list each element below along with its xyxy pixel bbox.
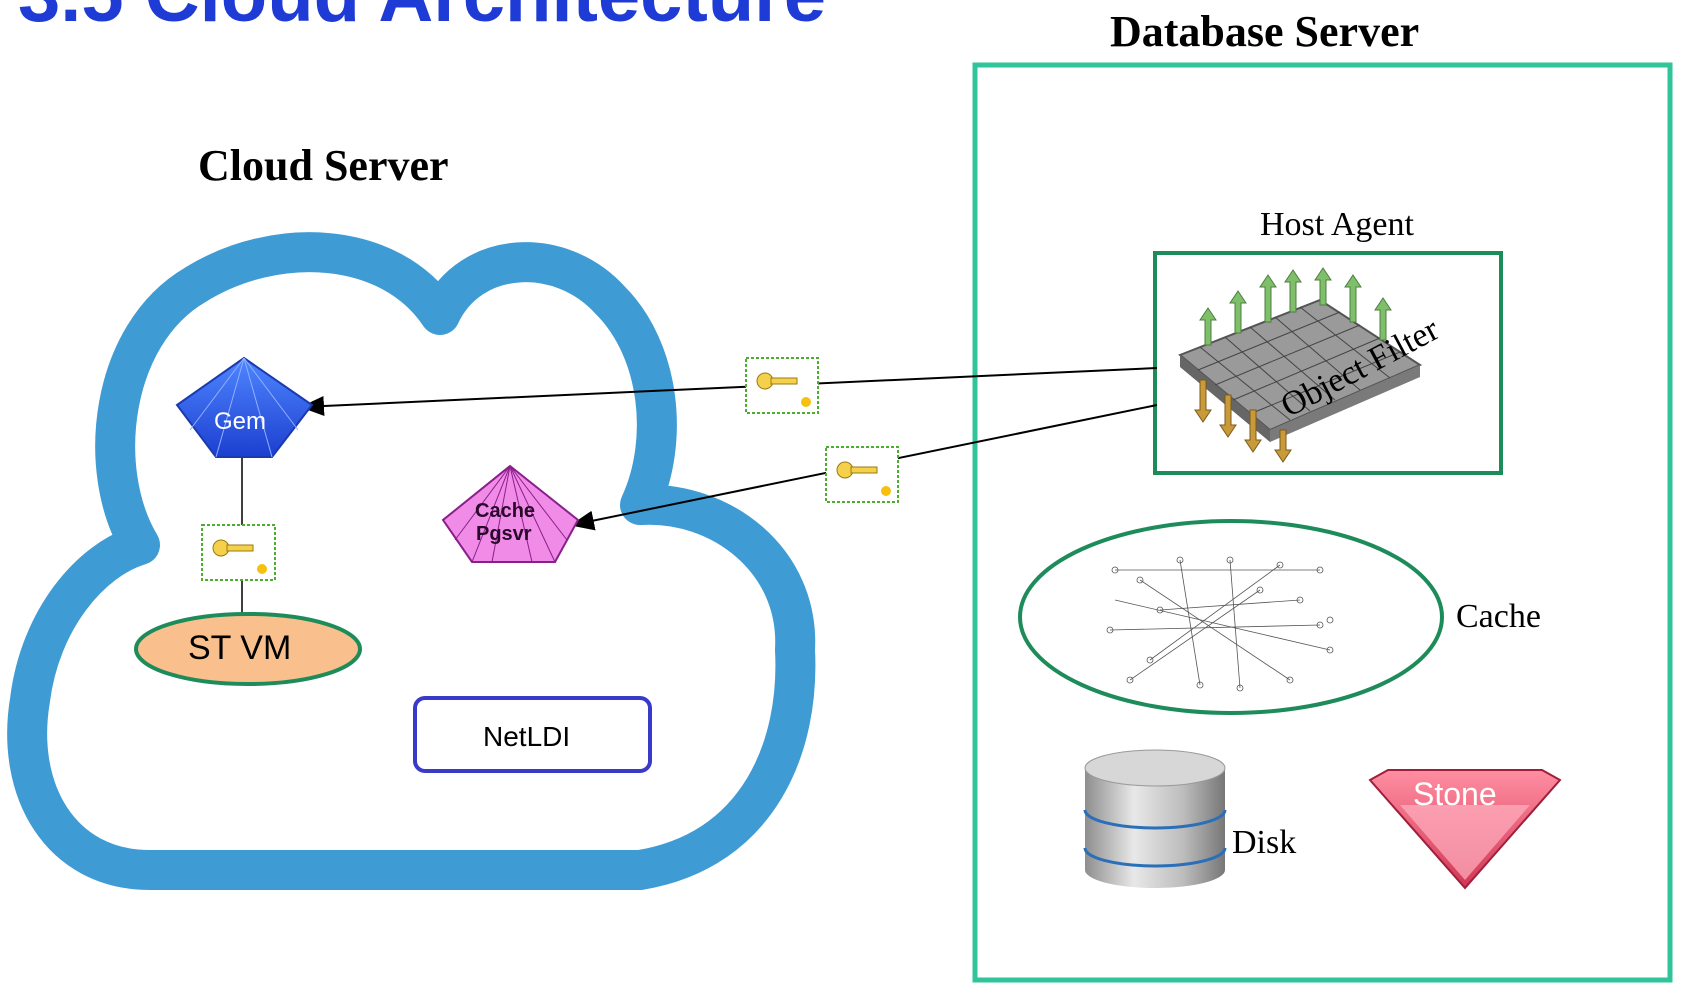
gem-label: Gem: [214, 408, 267, 435]
disk-label: Disk: [1232, 824, 1297, 861]
disk-icon: [1083, 749, 1227, 888]
key-certificate-icon-1: [745, 357, 819, 414]
cache-pgsvr-label-line1: Cache: [475, 500, 536, 522]
object-filter-icon: [1178, 267, 1423, 463]
netldi-box: [413, 696, 652, 773]
cloud-shape: [7, 232, 816, 890]
cloud-server-label: Cloud Server: [198, 141, 449, 190]
cache-pgsvr-label-line2: Pgsvr: [476, 523, 532, 545]
key-certificate-icon-2: [825, 446, 899, 503]
cache-label: Cache: [1456, 598, 1541, 635]
stone-icon: [1368, 769, 1562, 890]
filter-to-gem-arrow: [300, 367, 1158, 416]
stone-label: Stone: [1413, 776, 1497, 812]
slide-title: 3.5 Cloud Architecture: [18, 0, 826, 34]
database-server-label: Database Server: [1110, 7, 1420, 56]
gem-icon: [175, 356, 314, 458]
key-certificate-icon-3: [201, 524, 276, 581]
cache-ellipse: [1018, 519, 1444, 715]
database-server-box: [972, 62, 1673, 983]
netldi-label: NetLDI: [483, 721, 571, 752]
stvm-ellipse: [134, 612, 362, 686]
cache-pgsvr-icon: [441, 464, 580, 563]
stvm-label: ST VM: [188, 629, 292, 667]
host-agent-label: Host Agent: [1260, 206, 1414, 243]
host-agent-box: [1153, 251, 1503, 475]
object-graph-icon: [1106, 556, 1334, 692]
